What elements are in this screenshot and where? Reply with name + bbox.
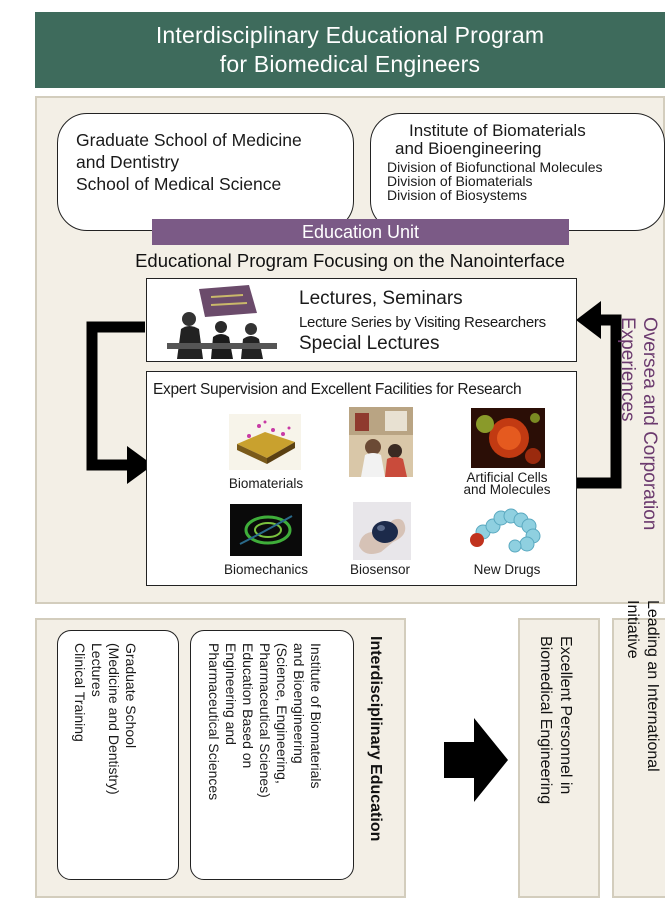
lecture-hall-image bbox=[159, 283, 281, 359]
research-box: Expert Supervision and Excellent Facilit… bbox=[146, 371, 577, 586]
institution-heading2: and Bioengineering bbox=[395, 139, 542, 158]
leading-line2: Initiative bbox=[624, 600, 641, 659]
laboratory-image bbox=[349, 407, 413, 477]
graduate-line3: Lectures bbox=[89, 643, 105, 697]
lectures-line1: Lectures, Seminars bbox=[299, 288, 463, 309]
oversea-experiences-text: Oversea and Corporation Experiences bbox=[616, 317, 660, 607]
graduate-line1: Graduate School bbox=[123, 643, 139, 749]
institution-medicine-line2: and Dentistry bbox=[76, 152, 180, 172]
institution-medicine-line3: School of Medical Science bbox=[76, 174, 282, 194]
biosensor-image bbox=[353, 502, 411, 560]
right-loop-arrow bbox=[576, 301, 622, 489]
division-2: Division of Biomaterials bbox=[387, 173, 533, 189]
artificial-cells-image bbox=[471, 408, 545, 468]
institution-heading1: Institute of Biomaterials bbox=[409, 121, 586, 140]
excellent-line1: Excellent Personnel in bbox=[557, 636, 574, 795]
division-3: Division of Biosystems bbox=[387, 187, 528, 203]
new-drugs-image bbox=[467, 504, 547, 558]
institution-biomaterials: Institute of Biomaterials and Bioenginee… bbox=[370, 113, 665, 231]
graduate-line4: Clinical Training bbox=[72, 643, 88, 742]
institute-line2: and Bioengineering bbox=[291, 643, 307, 764]
biomaterials-label: Biomaterials bbox=[228, 476, 304, 491]
graduate-school-box bbox=[57, 630, 179, 880]
oversea-line1: Oversea and Corporation bbox=[639, 317, 660, 531]
research-heading: Expert Supervision and Excellent Facilit… bbox=[153, 381, 522, 398]
excellent-personnel-text: Excellent Personnel in Biomedical Engine… bbox=[535, 636, 575, 804]
left-loop-arrow bbox=[86, 321, 153, 484]
excellent-line2: Biomedical Engineering bbox=[537, 636, 554, 805]
biosensor-label: Biosensor bbox=[349, 562, 411, 577]
institute-education-box bbox=[190, 630, 354, 880]
interdisciplinary-heading: Interdisciplinary Education bbox=[367, 636, 384, 842]
biomaterials-image bbox=[229, 414, 301, 470]
institute-line1: Institute of Biomaterials bbox=[308, 643, 324, 789]
institute-line3: (Science, Engineering, bbox=[274, 643, 290, 784]
program-title-banner: Interdisciplinary Educational Program fo… bbox=[35, 12, 665, 88]
program-title-line2: for Biomedical Engineers bbox=[219, 51, 481, 77]
leading-line1: Leading an International bbox=[644, 600, 661, 772]
lectures-box: Lectures, Seminars Lecture Series by Vis… bbox=[146, 278, 577, 362]
program-title-line1: Interdisciplinary Educational Program bbox=[155, 22, 545, 48]
lectures-line2: Lecture Series by Visiting Researchers bbox=[299, 314, 546, 331]
new-drugs-label: New Drugs bbox=[473, 562, 541, 577]
excellent-personnel-panel bbox=[518, 618, 600, 898]
graduate-school-text: Graduate School (Medicine and Dentistry)… bbox=[71, 643, 139, 873]
division-1: Division of Biofunctional Molecules bbox=[387, 159, 603, 175]
institute-education-text: Institute of Biomaterials and Bioenginee… bbox=[205, 643, 324, 873]
nanointerface-program-title: Educational Program Focusing on the Nano… bbox=[135, 250, 565, 271]
graduate-line2: (Medicine and Dentistry) bbox=[106, 643, 122, 795]
biomechanics-image bbox=[230, 504, 302, 556]
result-arrow bbox=[444, 718, 508, 802]
artificial-cells-line2: and Molecules bbox=[463, 482, 551, 497]
institute-line4: Pharmaceutical Scienes) bbox=[257, 643, 273, 798]
artificial-cells-label: Artificial Cells and Molecules bbox=[437, 470, 577, 497]
institute-line6: Engineering and bbox=[223, 643, 239, 745]
lectures-line3: Special Lectures bbox=[299, 333, 440, 354]
oversea-line2: Experiences bbox=[617, 317, 638, 422]
artificial-cells-line1: Artificial Cells bbox=[466, 470, 548, 485]
institution-medicine: Graduate School of Medicine and Dentistr… bbox=[57, 113, 354, 231]
leading-initiative-text: Leading an International Initiative bbox=[622, 600, 662, 772]
biomechanics-label: Biomechanics bbox=[223, 562, 309, 577]
institute-line5: Education Based on bbox=[240, 643, 256, 769]
institution-medicine-line1: Graduate School of Medicine bbox=[76, 130, 302, 150]
education-unit-bar: Education Unit bbox=[152, 219, 569, 245]
institute-line7: Pharmaceutical Sciences bbox=[206, 643, 222, 801]
